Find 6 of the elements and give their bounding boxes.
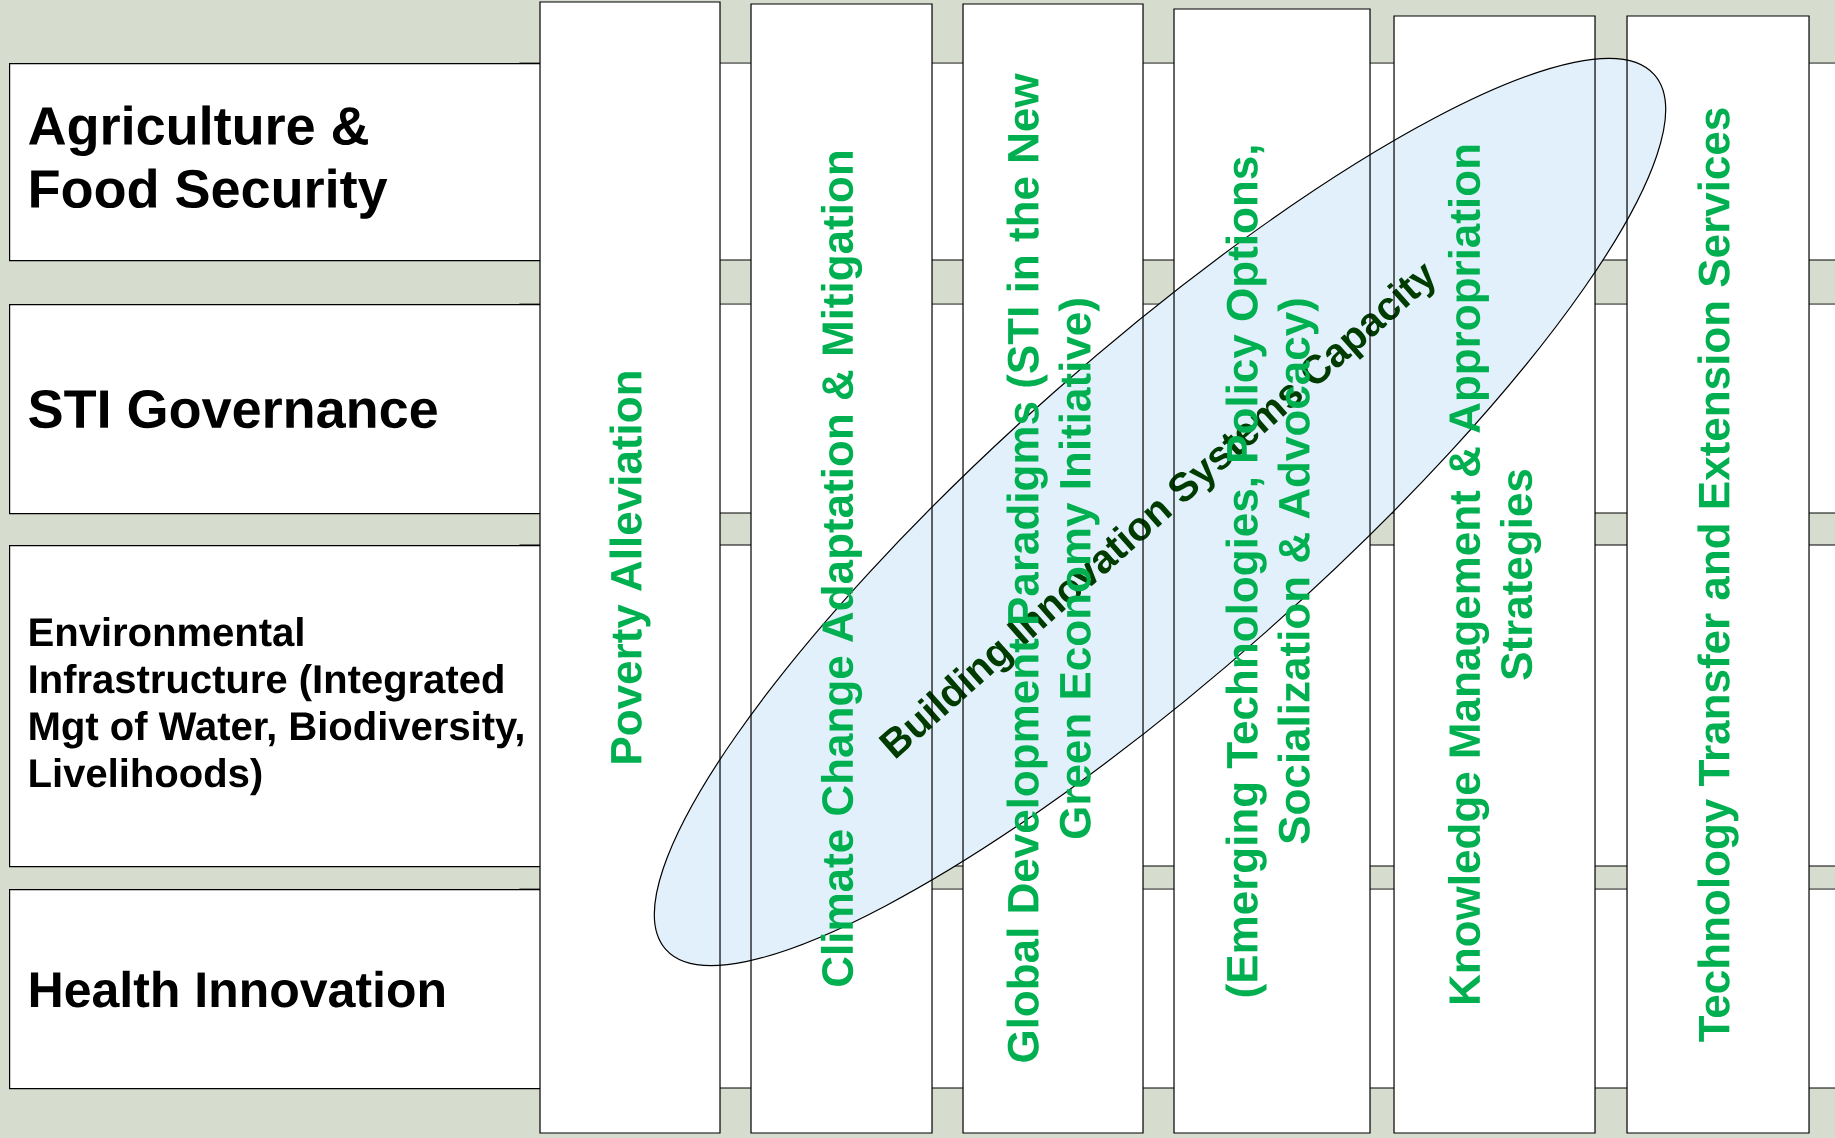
row-band: Environmental Infrastructure (Integrated Mgt of Water, Biodiversity, Livelihoods) [9,545,542,868]
column-box: Poverty Alleviation [539,1,721,1134]
column-box: Technology Transfer and Extension Services [1626,15,1810,1134]
row-band: Agriculture & Food Security [9,63,542,262]
row-band: STI Governance [9,304,542,515]
row-band: Health Innovation [9,889,542,1090]
